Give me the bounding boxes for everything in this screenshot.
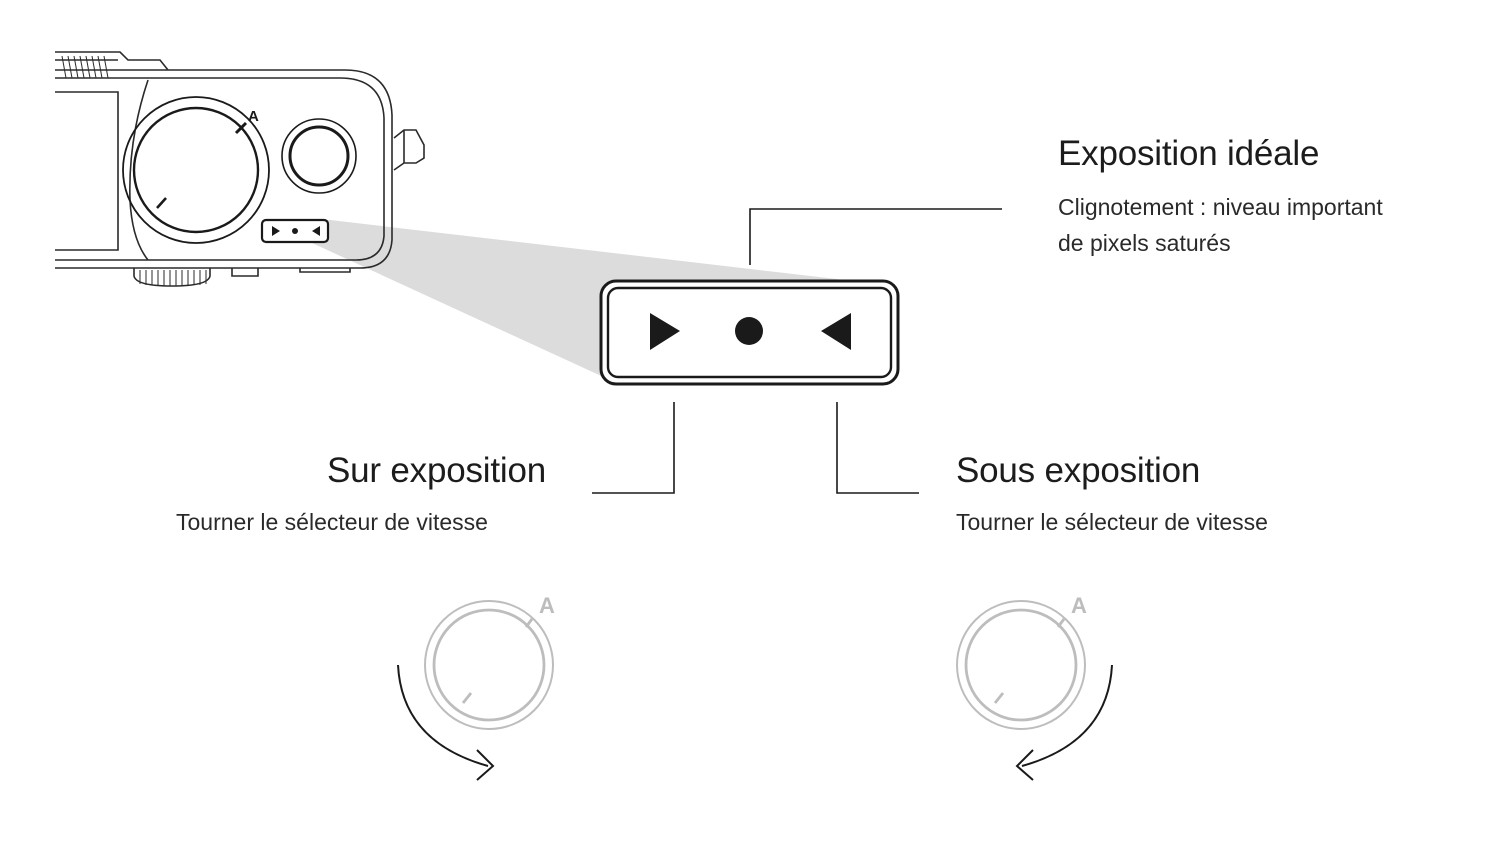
- overexposure-arrow-icon: [650, 313, 680, 350]
- leader-lines: [592, 208, 1002, 494]
- over-rotate-clockwise-icon: [397, 664, 495, 781]
- under-rotate-counterclockwise-icon: [1015, 664, 1113, 781]
- camera-dial-mark: A: [248, 108, 259, 125]
- over-dial-mark: A: [539, 593, 555, 618]
- camera-indicator-right-icon: [272, 226, 280, 236]
- overexposure-description: Tourner le sélecteur de vitesse: [176, 509, 488, 535]
- exposure-indicator-panel: [599, 279, 900, 386]
- ideal-description-line2: de pixels saturés: [1058, 230, 1231, 256]
- underexposure-title: Sous exposition: [956, 451, 1201, 490]
- underexposure-arrow-icon: [821, 313, 851, 350]
- ideal-exposure-description: Clignotement : niveau important de pixel…: [1058, 189, 1383, 261]
- camera-indicator: [260, 218, 330, 244]
- under-dial-mark: A: [1071, 593, 1087, 618]
- camera-illustration: [55, 51, 425, 287]
- ideal-exposure-dot-icon: [735, 317, 763, 345]
- ideal-exposure-title: Exposition idéale: [1058, 134, 1320, 173]
- overexposure-title: Sur exposition: [327, 451, 546, 490]
- underexposure-description: Tourner le sélecteur de vitesse: [956, 509, 1268, 535]
- ideal-description-line1: Clignotement : niveau important: [1058, 194, 1383, 220]
- camera-indicator-left-icon: [312, 226, 320, 236]
- zoom-projection: [262, 220, 888, 380]
- ideal-leader-line: [749, 208, 1002, 265]
- camera-indicator-dot-icon: [292, 228, 298, 234]
- camera-knurl: [61, 55, 109, 79]
- under-speed-dial: [956, 600, 1086, 730]
- over-speed-dial: [424, 600, 554, 730]
- camera-wheel-knurl: [139, 270, 207, 286]
- under-leader-line: [836, 402, 919, 494]
- camera-shutter-button: [281, 118, 357, 194]
- camera-speed-dial: [122, 96, 270, 244]
- over-leader-line: [592, 402, 675, 494]
